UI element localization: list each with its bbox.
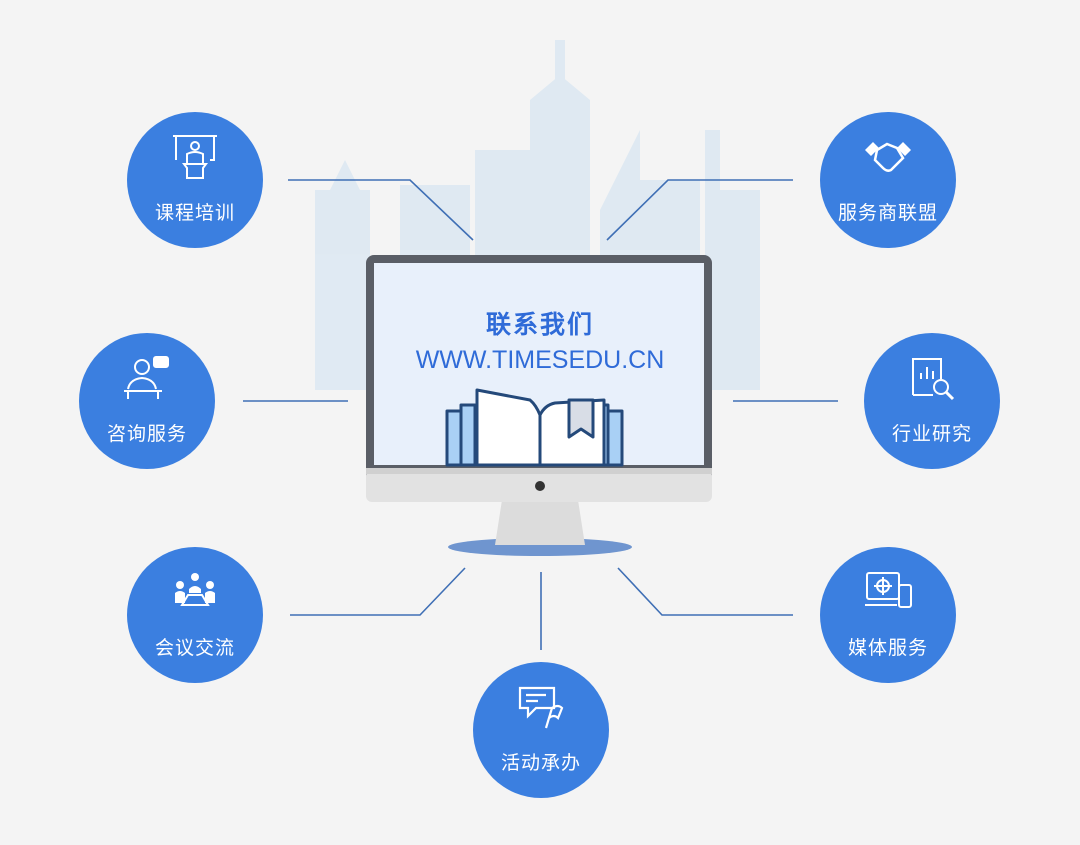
consultant-chat-icon bbox=[124, 356, 169, 399]
meeting-icon bbox=[175, 573, 215, 606]
service-industry-research[interactable]: 行业研究 bbox=[864, 333, 1000, 469]
website-url[interactable]: WWW.TIMESEDU.CN bbox=[415, 346, 665, 374]
service-label: 行业研究 bbox=[891, 423, 972, 445]
lecture-podium-icon bbox=[173, 135, 217, 179]
service-label: 服务商联盟 bbox=[837, 202, 938, 224]
service-consulting[interactable]: 咨询服务 bbox=[79, 333, 215, 469]
service-media[interactable]: 媒体服务 bbox=[820, 547, 956, 683]
media-devices-icon bbox=[865, 572, 912, 608]
service-label: 活动承办 bbox=[500, 752, 581, 774]
monitor bbox=[366, 255, 712, 556]
service-meeting-exchange[interactable]: 会议交流 bbox=[127, 547, 263, 683]
report-magnifier-icon bbox=[912, 358, 955, 401]
power-button-icon bbox=[535, 481, 545, 491]
event-flag-icon bbox=[518, 686, 564, 729]
service-course-training[interactable]: 课程培训 bbox=[127, 112, 263, 248]
service-label: 媒体服务 bbox=[847, 637, 928, 659]
service-label: 课程培训 bbox=[154, 202, 235, 224]
handshake-icon bbox=[865, 142, 911, 172]
service-event-hosting[interactable]: 活动承办 bbox=[473, 662, 609, 798]
connector-lines bbox=[243, 179, 838, 650]
service-label: 会议交流 bbox=[154, 637, 235, 659]
contact-us-title: 联系我们 bbox=[485, 310, 594, 339]
service-partner-alliance[interactable]: 服务商联盟 bbox=[820, 112, 956, 248]
book-icon bbox=[445, 388, 624, 467]
service-label: 咨询服务 bbox=[106, 423, 187, 445]
